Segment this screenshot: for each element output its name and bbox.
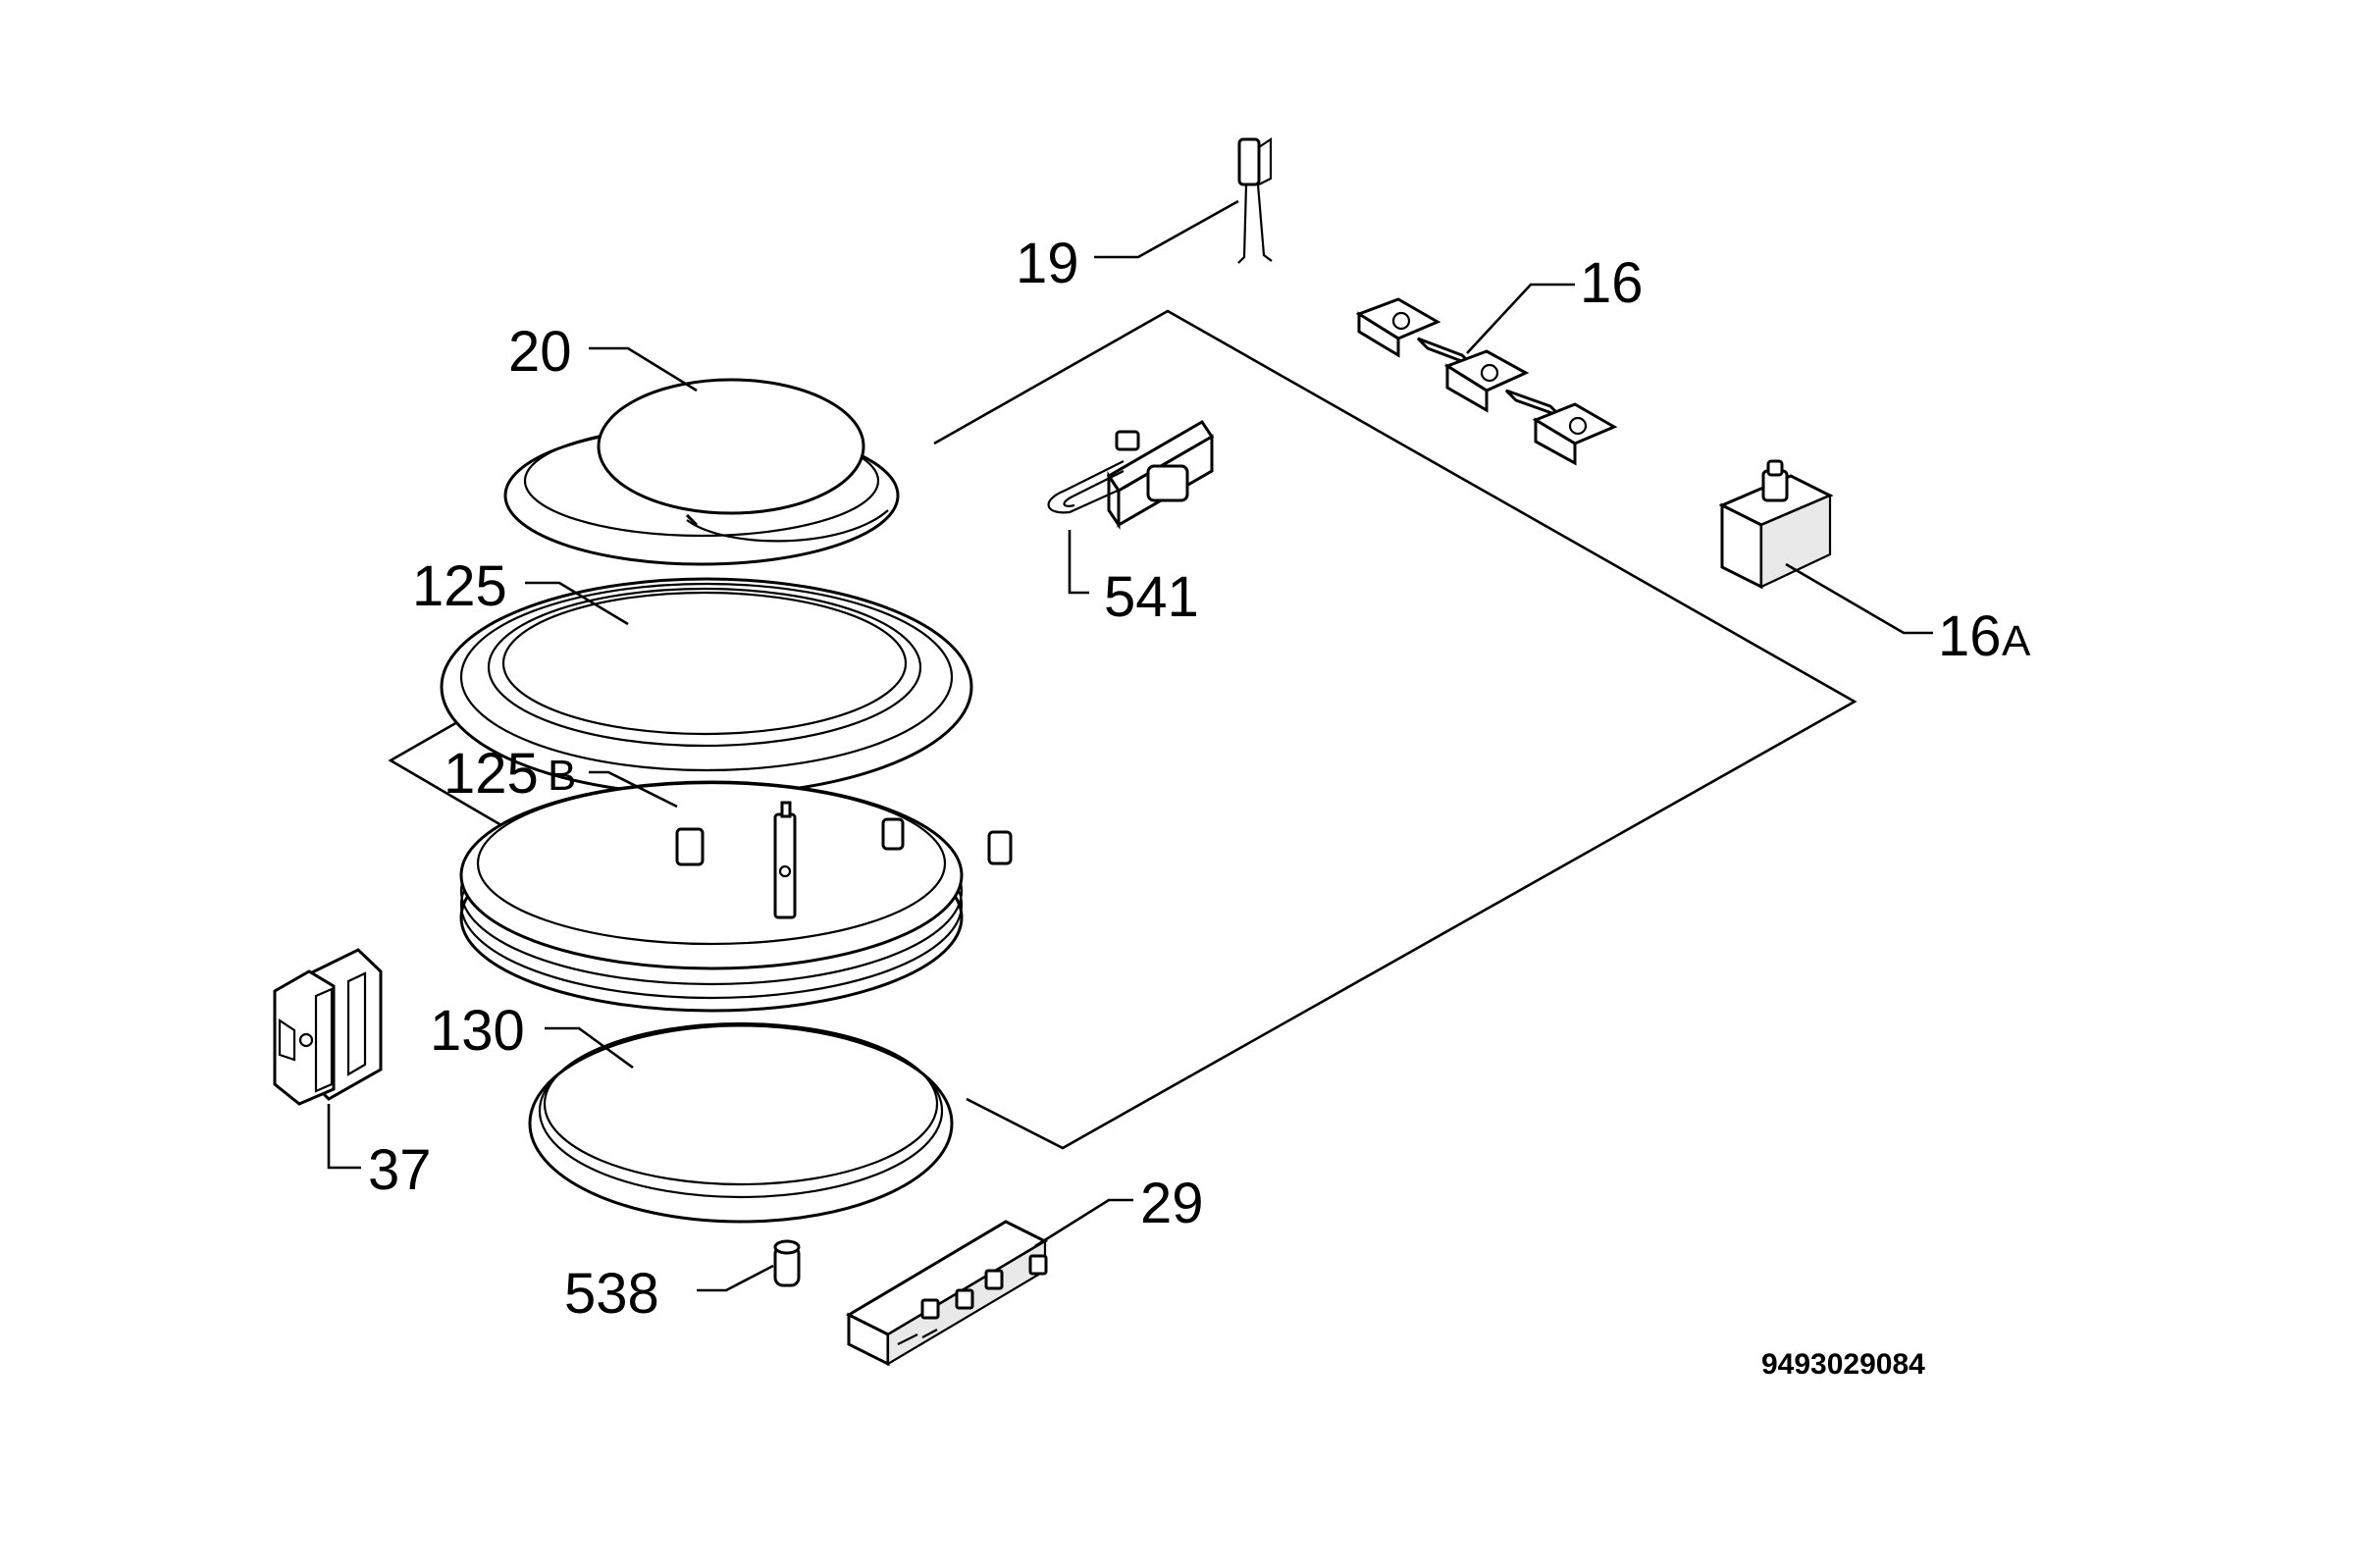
part-130-gasket <box>528 1021 954 1224</box>
label-130: 130 <box>430 999 525 1063</box>
label-19: 19 <box>1016 232 1079 295</box>
leader-130 <box>545 1026 634 1070</box>
leader-16 <box>1466 283 1575 354</box>
part-16a-switch <box>1718 459 1834 590</box>
leader-37 <box>327 1104 361 1170</box>
label-20: 20 <box>508 320 572 384</box>
leader-16a <box>1785 562 1933 635</box>
label-538: 538 <box>564 1262 659 1326</box>
part-29-switch-block <box>845 1220 1049 1367</box>
part-labels: 19 16 16 A 20 541 125 125 B 130 37 29 53… <box>368 232 2031 1326</box>
leader-125 <box>525 581 629 626</box>
part-541-igniter <box>1047 419 1215 530</box>
part-37-bracket <box>273 948 383 1106</box>
part-538-sleeve <box>773 1239 801 1287</box>
leader-125b <box>589 770 678 809</box>
leader-538 <box>697 1264 774 1292</box>
label-125b-suffix: B <box>548 752 576 800</box>
part-16-terminal-strip <box>1355 297 1618 466</box>
label-125: 125 <box>412 554 507 618</box>
leader-lines <box>327 199 1933 1292</box>
assembly-outline <box>933 309 1858 1150</box>
label-29: 29 <box>1140 1172 1204 1235</box>
leader-29 <box>1034 1198 1133 1248</box>
label-16: 16 <box>1580 251 1644 315</box>
part-19-clip <box>1237 136 1273 264</box>
leader-541 <box>1068 530 1089 595</box>
label-541: 541 <box>1104 565 1199 629</box>
label-16a: 16 <box>1938 604 2002 668</box>
leader-19 <box>1094 199 1239 259</box>
document-code: 9493029084 <box>1761 1348 1925 1381</box>
label-16a-suffix: A <box>2002 617 2031 665</box>
label-37: 37 <box>368 1138 432 1202</box>
part-20-burner-cap <box>503 378 900 566</box>
label-125b: 125 <box>444 742 539 806</box>
leader-20 <box>589 346 698 392</box>
part-125b-burner-body <box>459 780 1013 1013</box>
